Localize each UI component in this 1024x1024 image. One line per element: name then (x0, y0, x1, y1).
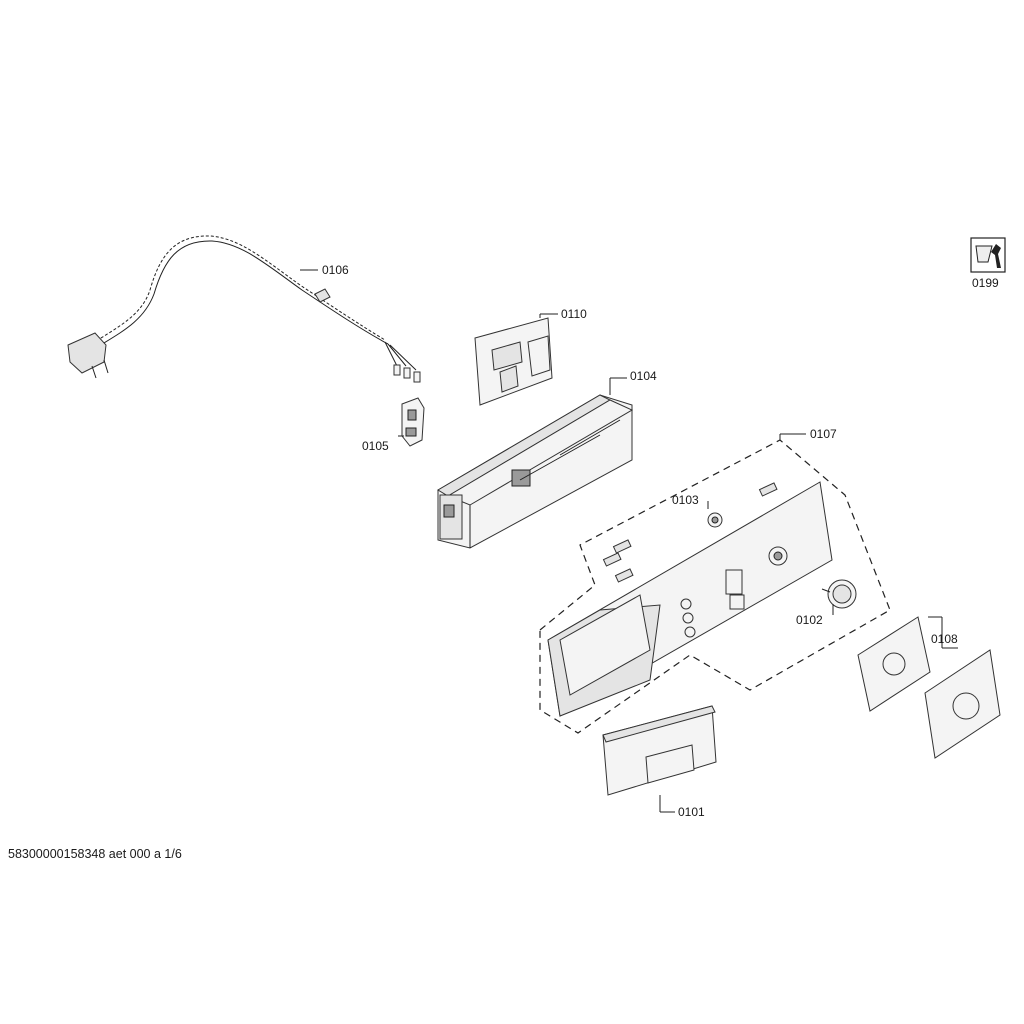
label-0106: 0106 (322, 263, 349, 277)
label-0108: 0108 (931, 632, 958, 646)
label-0105: 0105 (362, 439, 389, 453)
drawer-handle-part: 0101 (602, 705, 717, 819)
label-0104: 0104 (630, 369, 657, 383)
panel-assembly-part: 0107 (539, 427, 891, 734)
label-0102: 0102 (796, 613, 823, 627)
fascia-plates-part: 0108 (857, 616, 1001, 759)
label-0199: 0199 (972, 276, 999, 290)
control-housing-part: 0104 (437, 369, 657, 549)
selector-knob-part: 0102 (796, 579, 857, 627)
connector-clip-part: 0105 (362, 397, 425, 453)
circuit-board-part: 0110 (474, 307, 587, 406)
plug-icon (67, 332, 109, 379)
label-0103: 0103 (672, 493, 699, 507)
label-0101: 0101 (678, 805, 705, 819)
document-code: 58300000158348 aet 000 a 1/6 (8, 847, 182, 861)
power-cord-part: 0106 (67, 235, 421, 383)
label-0107: 0107 (810, 427, 837, 441)
small-knob-part: 0103 (672, 493, 723, 528)
service-tool-icon: 0199 (970, 237, 1006, 290)
label-0110: 0110 (561, 307, 587, 321)
